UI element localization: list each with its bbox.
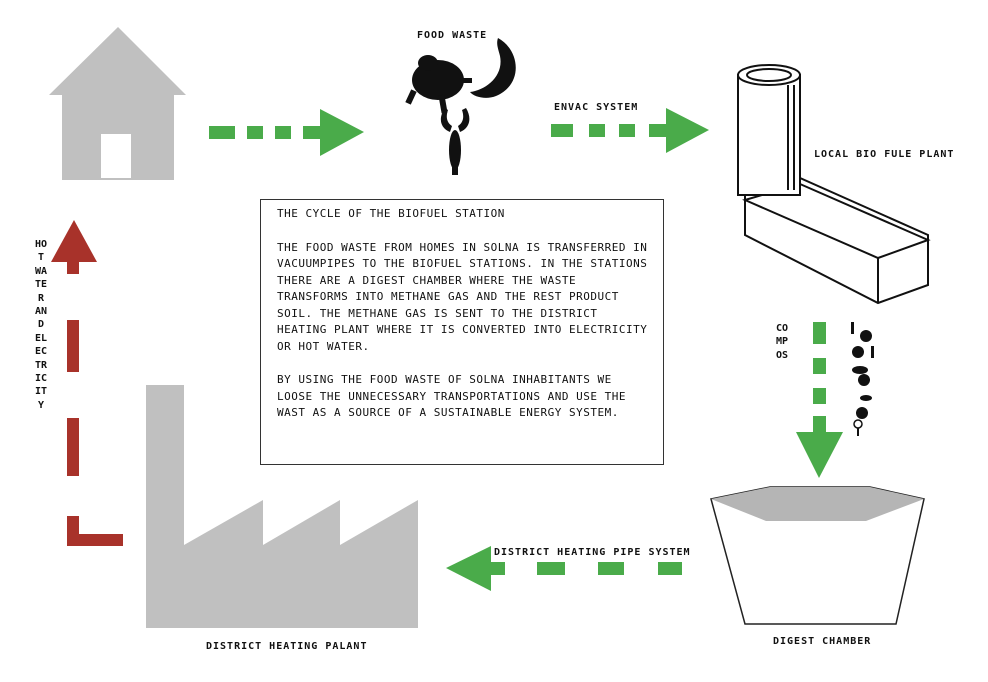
info-paragraph-2: BY USING THE FOOD WASTE OF SOLNA INHABIT… [277, 373, 627, 419]
label-district-heating-plant: DISTRICT HEATING PALANT [206, 641, 368, 652]
info-paragraph-1: THE FOOD WASTE FROM HOMES IN SOLNA IS TR… [277, 240, 648, 353]
label-digest-chamber: DIGEST CHAMBER [773, 636, 872, 647]
house-icon [49, 27, 186, 180]
info-title: THE CYCLE OF THE BIOFUEL STATION [277, 207, 505, 220]
label-district-heating-pipe: DISTRICT HEATING PIPE SYSTEM [494, 547, 691, 558]
digest-chamber-icon [710, 486, 925, 625]
factory-icon [146, 385, 418, 628]
green-arrow-digest-to-heating [446, 546, 682, 591]
compost-icons [851, 322, 874, 436]
label-local-bio-plant: LOCAL BIO FULE PLANT [814, 149, 955, 160]
label-compos: COMPOS [775, 323, 789, 361]
food-waste-icon [405, 38, 516, 175]
label-hot-water-electricity: HOT WATER AND ELECTRICITY [34, 239, 48, 411]
green-arrow-house-to-waste [209, 109, 364, 156]
label-food-waste: FOOD WASTE [417, 30, 488, 41]
bio-plant-icon [737, 64, 931, 305]
label-envac-system: ENVAC SYSTEM [554, 102, 639, 113]
info-box: THE CYCLE OF THE BIOFUEL STATION THE FOO… [260, 199, 664, 465]
red-arrow-heating-to-house [51, 220, 123, 546]
green-arrow-waste-to-plant [551, 108, 709, 153]
green-arrow-plant-to-digest [796, 322, 843, 478]
